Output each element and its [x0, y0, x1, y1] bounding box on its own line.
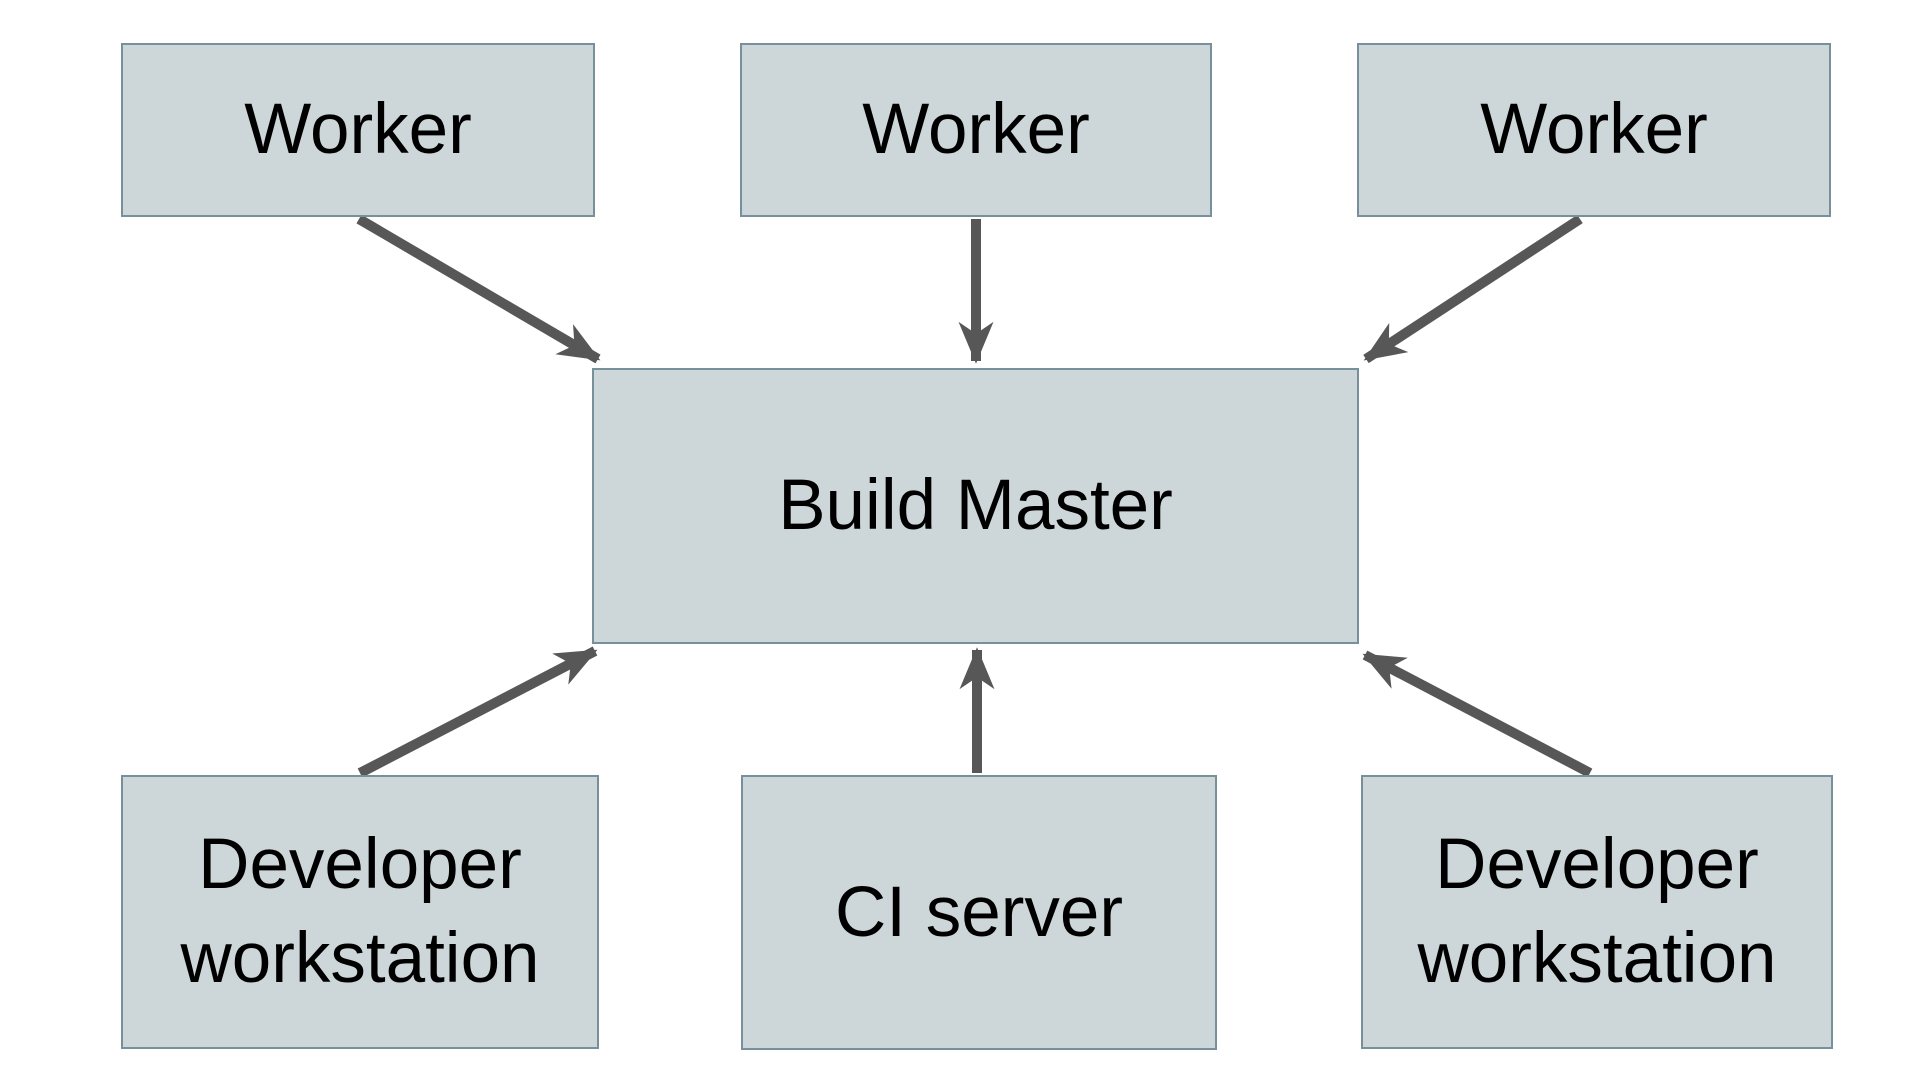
worker-box-3: Worker [1357, 43, 1831, 217]
arrow-worker3-to-buildmaster [1363, 214, 1583, 364]
developer-workstation-box-right: Developer workstation [1361, 775, 1833, 1049]
ci-server-label: CI server [835, 872, 1123, 952]
worker-box-2: Worker [740, 43, 1212, 217]
build-master-label: Build Master [778, 466, 1173, 546]
worker-1-label: Worker [244, 90, 472, 170]
build-master-box: Build Master [592, 368, 1359, 644]
developer-workstation-right-label: Developer workstation [1417, 825, 1777, 998]
worker-3-label: Worker [1480, 90, 1708, 170]
worker-box-1: Worker [121, 43, 595, 217]
developer-workstation-box-left: Developer workstation [121, 775, 599, 1049]
arrow-devright-to-buildmaster [1362, 650, 1593, 778]
arrow-devleft-to-buildmaster [357, 646, 598, 778]
developer-workstation-left-label: Developer workstation [180, 825, 540, 998]
worker-2-label: Worker [862, 90, 1090, 170]
arrow-worker1-to-buildmaster [356, 214, 601, 364]
ci-server-box: CI server [741, 775, 1217, 1050]
